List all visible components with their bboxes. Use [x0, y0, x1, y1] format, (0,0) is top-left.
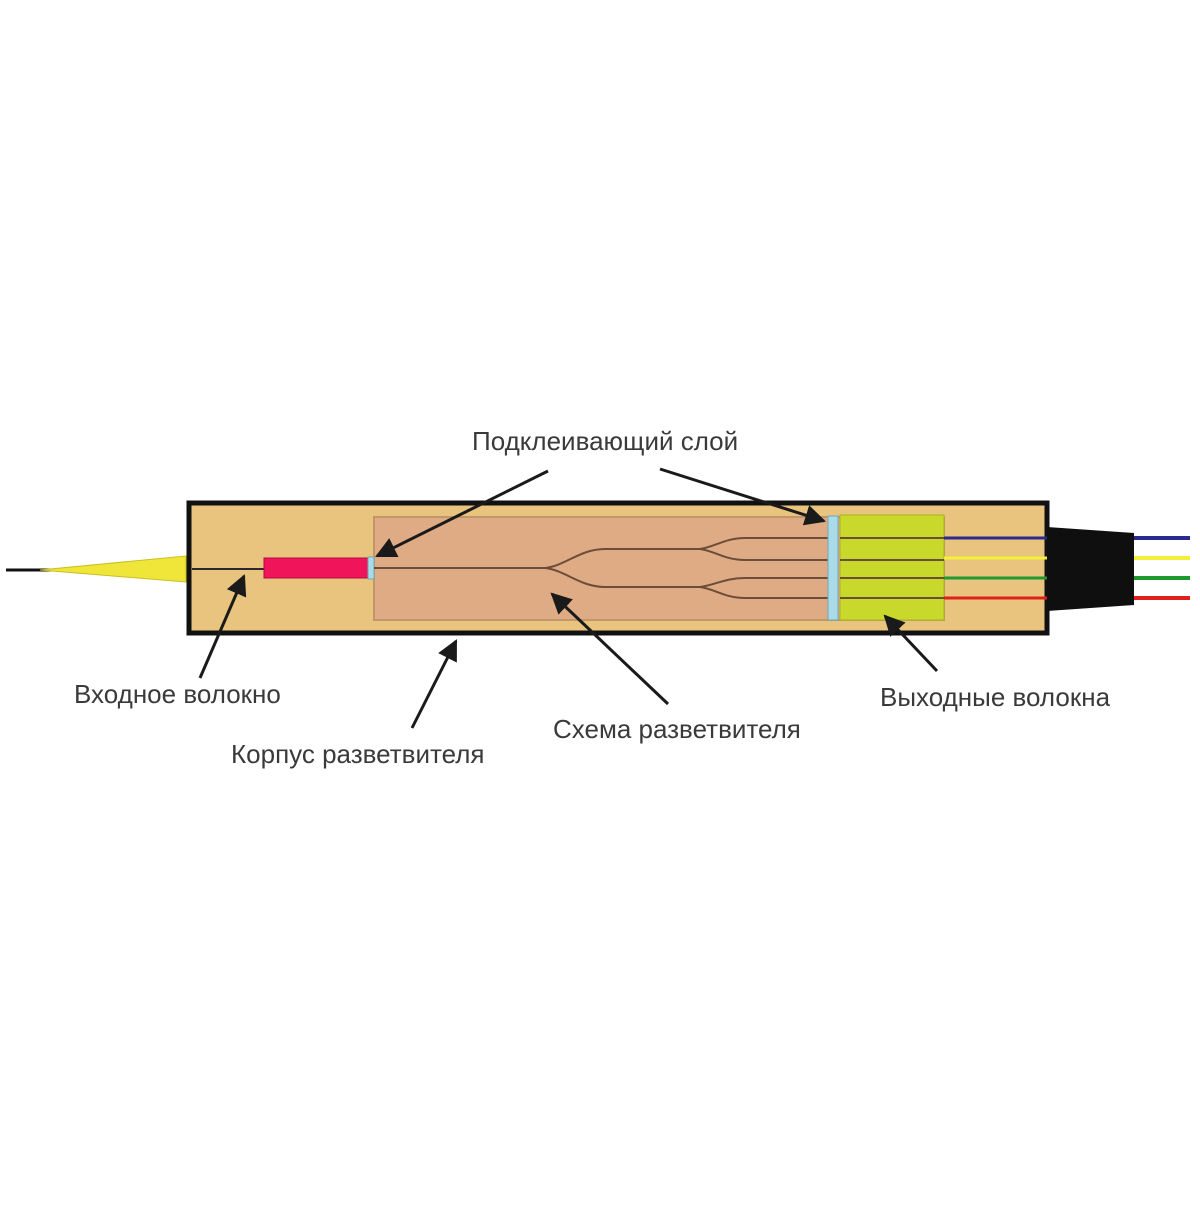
arrow-output-fibers	[883, 614, 939, 673]
output-fibers-label: Выходные волокна	[880, 682, 1111, 712]
adhesive-layer-label: Подклеивающий слой	[472, 426, 739, 456]
splitter-circuit-label: Схема разветвителя	[553, 714, 801, 744]
output-fiber-array	[839, 514, 945, 621]
output-fiber-boot	[1047, 527, 1134, 611]
adhesive-layer-input	[367, 556, 375, 580]
arrow-splitter-body	[410, 639, 458, 729]
arrow-input-fiber	[198, 574, 247, 679]
splitter-body-label: Корпус разветвителя	[231, 739, 485, 769]
waveguide-tree	[374, 537, 830, 599]
adhesive-layer-output	[827, 515, 839, 621]
arrow-adhesive-input	[375, 469, 549, 558]
input-fiber-label: Входное волокно	[74, 679, 281, 709]
arrow-splitter-circuit	[550, 592, 670, 706]
arrow-adhesive-output	[659, 467, 827, 526]
input-ferrule	[263, 557, 369, 579]
input-fiber-boot	[39, 555, 187, 583]
